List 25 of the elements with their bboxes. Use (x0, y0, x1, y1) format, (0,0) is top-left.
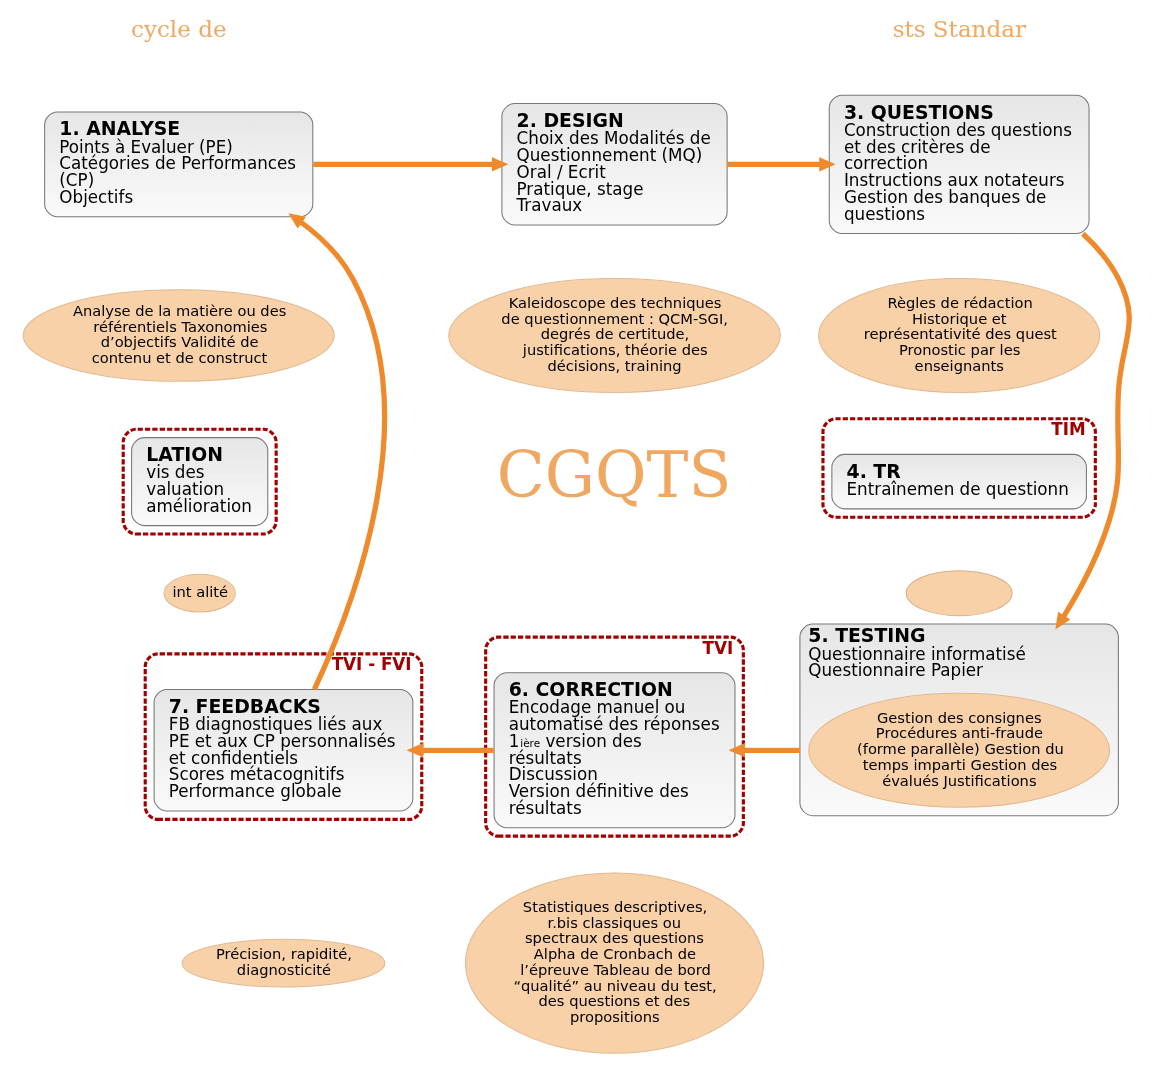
node-box: 3. QUESTIONS Construction des questions et des critères de correction Instructions aux notateurs Gestion des banques de questions (828, 94, 1090, 234)
node-ellipse: Règles de rédaction Historique et représentativité des quest Pronostic par les enseignants (818, 278, 1101, 394)
node-ellipse: int alité (163, 573, 236, 613)
node-ellipse: Statistiques descriptives, r.bis classiques ou spectraux des questions Alpha de Cronbach de l’épreuve Tableau de bord “qualité” au niveau du test, des questions et des propositions (464, 872, 765, 1054)
node-box: 7. FEEDBACKS FB diagnostiques liés aux PE et aux CP personnalisés et confidentiels Scores métacognitifs Performance globale (153, 689, 414, 812)
label: cycle de (131, 16, 227, 43)
arrow (406, 743, 494, 758)
node-box: 2. DESIGN Choix des Modalités de Questionnement (MQ) Oral / Ecrit Pratique, stage Travaux (501, 103, 728, 226)
node-ellipse: Kaleidoscope des techniques de questionnement : QCM-SGI, degrés de certitude, justifications, théorie des décisions, training (448, 278, 781, 394)
node-ellipse: Analyse de la matière ou des référentiels Taxonomies d’objectifs Validité de contenu et de construct (22, 289, 335, 382)
node-box: 1. ANALYSE Points à Evaluer (PE) Catégories de Performances (CP) Objectifs (44, 111, 314, 218)
arrow (728, 743, 800, 758)
node-box: 4. TR Entraînemen de questionn (831, 453, 1087, 510)
node-box: LATION vis des valuation amélioration (131, 437, 269, 527)
cluster (121, 427, 278, 536)
node-ellipse (905, 570, 1013, 617)
arrow (1055, 231, 1132, 630)
node-ellipse: Précision, rapidité, diagnosticité (181, 938, 386, 988)
node-box: 6. CORRECTION Encodage manuel ou automatisé des réponses 1ière version des résultats Discussion Version définitive des résultats (493, 672, 736, 829)
arrow (727, 157, 836, 172)
label: sts Standar (892, 16, 1026, 43)
node-ellipse: Gestion des consignes Procédures anti-fraude (forme parallèle) Gestion du temps imparti Gestion des évalués Justifications (808, 692, 1111, 808)
arrow (288, 213, 388, 691)
arrow (313, 157, 509, 172)
label: CGQTS (496, 439, 732, 513)
